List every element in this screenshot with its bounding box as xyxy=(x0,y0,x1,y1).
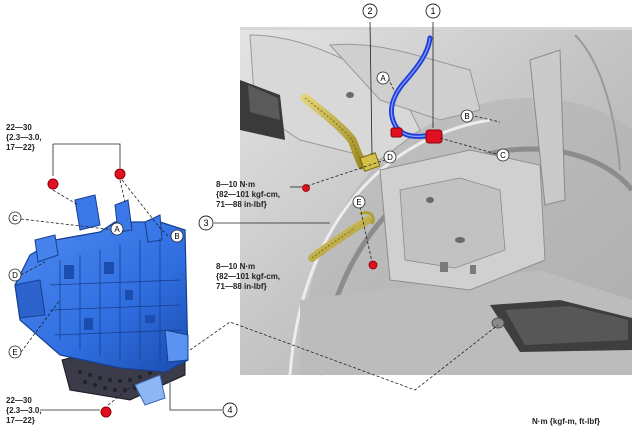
callout-letter-e-bracket: E xyxy=(8,345,22,359)
svg-text:E: E xyxy=(356,198,361,207)
callout-letter-c-bracket: C xyxy=(8,211,22,225)
torque-line: 71—88 in-lbf} xyxy=(216,282,267,291)
bolt-red-left-3 xyxy=(100,406,112,418)
vehicle-body-panel xyxy=(240,27,632,376)
bolt-red-left-2 xyxy=(114,168,126,180)
torque-line: 8—10 N·m xyxy=(216,180,256,189)
callout-number-2: 2 xyxy=(362,3,378,19)
leader-lines xyxy=(40,21,434,411)
torque-line: {2.3—3.0, xyxy=(6,133,42,142)
svg-text:A: A xyxy=(114,225,120,234)
callout-letter-e-body: E xyxy=(352,195,366,209)
bolt-red-body-e xyxy=(368,260,378,270)
svg-text:D: D xyxy=(387,153,393,162)
callout-letter-b-bracket: B xyxy=(170,229,184,243)
callout-number-3: 3 xyxy=(198,215,214,231)
torque-spec-mid-lower: 8—10 N·m {82—101 kgf-cm, 71—88 in-lbf} xyxy=(216,262,280,292)
callout-letter-a-bracket: A xyxy=(110,222,124,236)
bracket-assembly xyxy=(14,194,189,406)
callout-letter-a-body: A xyxy=(376,71,390,85)
svg-text:1: 1 xyxy=(430,6,435,16)
bolt-red-left-1 xyxy=(47,178,59,190)
torque-line: 17—22} xyxy=(6,416,35,425)
torque-spec-mid-upper: 8—10 N·m {82—101 kgf-cm, 71—88 in-lbf} xyxy=(216,180,280,210)
bolt-red-upper-mid xyxy=(302,184,310,192)
torque-line: {82—101 kgf-cm, xyxy=(216,272,281,281)
svg-text:E: E xyxy=(12,348,17,357)
torque-line: {82—101 kgf-cm, xyxy=(216,190,281,199)
callout-number-1: 1 xyxy=(425,3,441,19)
callout-letter-d-bracket: D xyxy=(8,268,22,282)
torque-line: 71—88 in-lbf} xyxy=(216,200,267,209)
vacuum-hose xyxy=(389,35,435,139)
svg-text:D: D xyxy=(12,271,18,280)
callout-letter-b-body: B xyxy=(460,109,474,123)
torque-line: {2.3—3.0, xyxy=(6,406,42,415)
torque-line: 22—30 xyxy=(6,123,32,132)
svg-text:A: A xyxy=(380,74,386,83)
torque-line: 22—30 xyxy=(6,396,32,405)
svg-text:B: B xyxy=(174,232,179,241)
svg-text:2: 2 xyxy=(367,6,372,16)
hose-clamp-red xyxy=(390,127,443,144)
svg-text:4: 4 xyxy=(227,405,232,415)
svg-text:B: B xyxy=(464,112,469,121)
dashed-guides xyxy=(20,77,501,406)
callout-number-4: 4 xyxy=(222,402,238,418)
units-note: N·m {kgf-m, ft-lbf} xyxy=(532,417,600,426)
torque-spec-lower-left: 22—30 {2.3—3.0, 17—22} xyxy=(6,396,42,426)
torque-line: 17—22} xyxy=(6,143,35,152)
callout-letter-d-body: D xyxy=(383,150,397,164)
svg-text:C: C xyxy=(500,151,506,160)
svg-text:C: C xyxy=(12,214,18,223)
torque-spec-upper-left: 22—30 {2.3—3.0, 17—22} xyxy=(6,123,42,153)
torque-line: 8—10 N·m xyxy=(216,262,256,271)
svg-text:3: 3 xyxy=(203,218,208,228)
callout-letter-c-body: C xyxy=(496,148,510,162)
